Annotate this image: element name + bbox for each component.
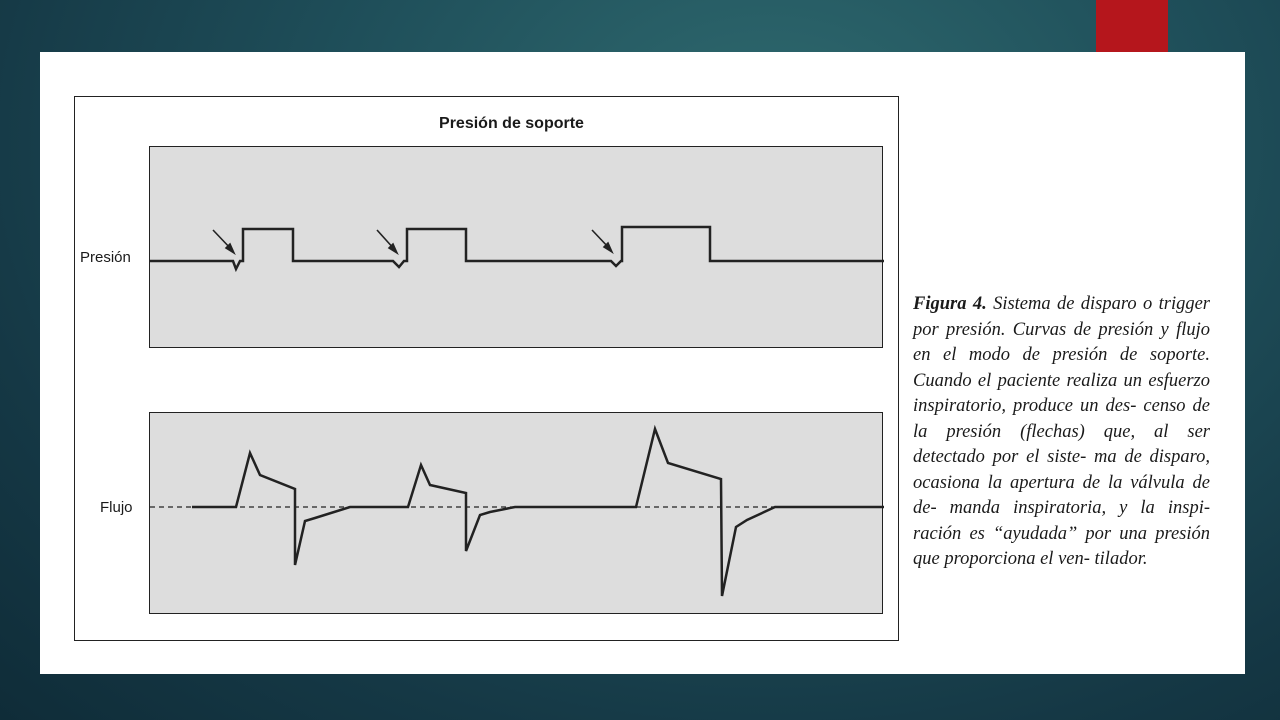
caption-line: trigger por presión. Curvas de [913, 294, 1210, 340]
flow-label: Flujo [100, 499, 133, 516]
caption-line: presión que proporciona el ven- [913, 523, 1211, 570]
caption-line: ración es “ayudada” por una [913, 523, 1148, 544]
pressure-panel [149, 146, 884, 348]
pressure-waveform [150, 225, 884, 273]
caption-line: que, al ser detectado por el siste- [913, 421, 1211, 468]
caption-line: manda inspiratoria, y la inspi- [949, 498, 1210, 518]
figure-title: Presión de soporte [439, 115, 584, 132]
caption-line: Sistema de disparo o [993, 294, 1153, 314]
accent-bar [1096, 0, 1168, 52]
caption-line: apertura de la válvula de de- [913, 472, 1211, 519]
caption-line: presión y flujo en el modo de [913, 319, 1210, 366]
caption-line: inspiratorio, produce un des- [913, 396, 1137, 416]
caption-line: censo de la presión (flechas) [913, 396, 1210, 442]
figure-caption: Figura 4. Sistema de disparo o trigger p… [913, 292, 1210, 573]
trigger-arrows [212, 229, 614, 256]
flow-waveform [150, 424, 884, 597]
caption-line: tilador. [1094, 549, 1148, 569]
slide-content: Presión de soporte Presión Flujo [40, 52, 1245, 674]
caption-line: paciente realiza un esfuerzo [997, 370, 1210, 391]
caption-line: presión de soporte. Cuando el [913, 345, 1211, 391]
caption-lead: Figura 4. [913, 294, 987, 314]
figure-frame: Presión de soporte Presión Flujo [74, 96, 899, 641]
pressure-label: Presión [80, 249, 131, 266]
caption-line: ma de disparo, ocasiona la [913, 447, 1211, 493]
flow-panel [149, 412, 884, 614]
